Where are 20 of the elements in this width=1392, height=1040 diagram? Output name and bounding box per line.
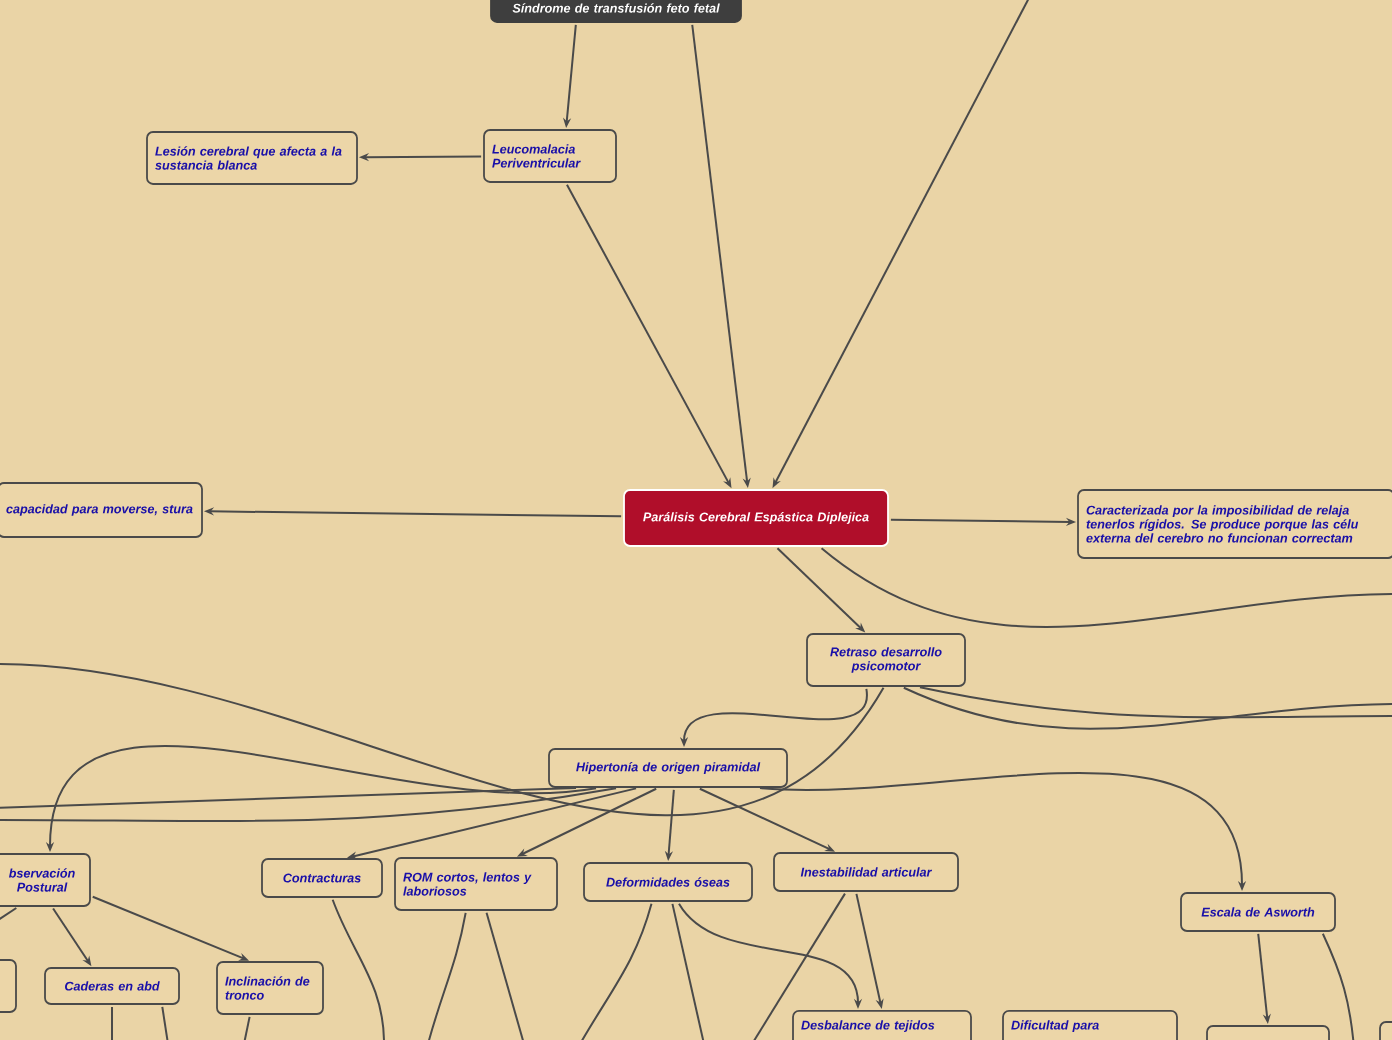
connector-line [0,663,885,817]
empty-box [0,959,17,1013]
connector-line [820,547,1392,628]
connector-line [427,911,467,1040]
connector-line [0,786,577,809]
empty-box [1206,1025,1330,1040]
empty-box [1379,1021,1392,1040]
connector-line [485,911,525,1040]
connector-line [111,1005,113,1040]
connector-line [751,892,846,1040]
connector-line [331,898,385,1040]
connector-line [161,1005,169,1040]
connector-line [243,1015,251,1040]
connector-line [902,686,1392,730]
connector-line [0,907,18,925]
connector-line [1321,932,1355,1040]
connector-line [579,902,653,1040]
connector-line [918,686,1392,719]
connector-line [0,787,618,823]
connector-line [671,902,705,1040]
